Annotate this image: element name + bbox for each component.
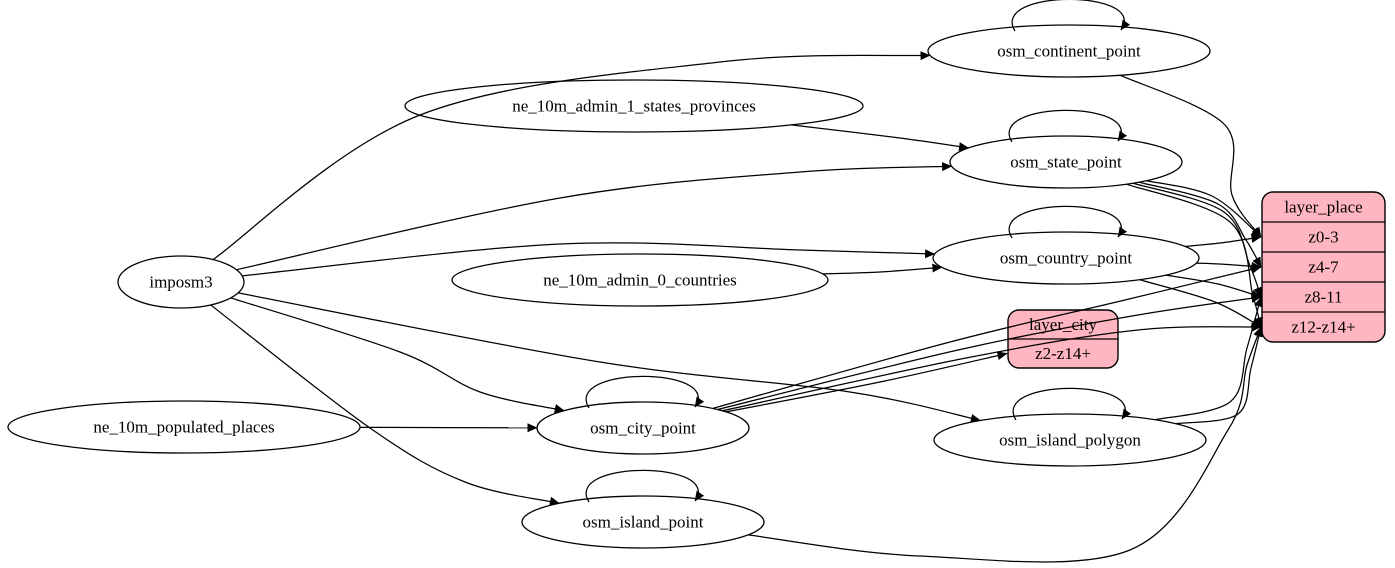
record-row-layer_place-0: layer_place: [1284, 198, 1362, 217]
node-ne_10m_populated_places: ne_10m_populated_places: [7, 400, 361, 454]
node-osm_island_polygon: osm_island_polygon: [933, 413, 1207, 467]
edge-imposm3-to-osm_city_point: [230, 297, 565, 413]
self-loop-osm_island_point: [585, 469, 705, 503]
node-label-ne_10m_populated_places: ne_10m_populated_places: [93, 418, 274, 437]
record-layer_place: layer_place z0-3 z4-7 z8-11 z12-z14+: [1261, 191, 1386, 343]
record-row-layer_place-1: z0-3: [1308, 228, 1338, 247]
edge-osm_city_point-to-layer_place-row4: [722, 322, 1262, 412]
self-loop-osm_continent_point: [1011, 0, 1131, 32]
edge-osm_city_point-to-layer_city-row1: [726, 351, 1008, 413]
node-label-osm_state_point: osm_state_point: [1010, 153, 1122, 172]
node-label-ne_10m_admin_0_countries: ne_10m_admin_0_countries: [543, 271, 737, 290]
edge-osm_city_point-to-layer_place-row2: [712, 264, 1262, 410]
edge-osm_island_polygon-to-layer_place-row4: [1175, 326, 1264, 425]
edge-osm_continent_point-to-layer_place-row1: [1119, 74, 1262, 238]
record-row-layer_place-3: z8-11: [1304, 288, 1342, 307]
edge-ne_10m_admin_0_countries-to-osm_country_point: [822, 263, 943, 275]
edge-osm_island_point-to-layer_place-row4: [747, 326, 1262, 563]
node-label-osm_island_point: osm_island_point: [583, 513, 704, 532]
node-label-osm_city_point: osm_city_point: [590, 419, 696, 438]
edge-osm_country_point-to-layer_place-row1: [1184, 233, 1262, 248]
edge-osm_island_polygon-to-layer_place-row3: [1155, 296, 1263, 421]
node-label-imposm3: imposm3: [149, 273, 212, 292]
self-loop-osm_island_polygon: [1012, 387, 1132, 421]
edge-osm_state_point-to-layer_place-row4: [1126, 183, 1263, 328]
node-osm_island_point: osm_island_point: [521, 495, 765, 549]
self-loop-osm_country_point: [1008, 205, 1128, 239]
record-layer_city: layer_city z2-z14+: [1007, 309, 1119, 369]
node-osm_country_point: osm_country_point: [932, 231, 1200, 285]
edge-osm_city_point-to-layer_place-row3: [717, 293, 1262, 411]
node-label-osm_continent_point: osm_continent_point: [997, 42, 1141, 61]
self-loop-osm_state_point: [1008, 109, 1128, 143]
node-ne_10m_admin_1_states_provinces: ne_10m_admin_1_states_provinces: [404, 79, 864, 133]
edge-osm_country_point-to-layer_place-row4: [1139, 279, 1262, 328]
edge-imposm3-to-osm_island_point: [210, 304, 560, 506]
record-row-layer_place-2: z4-7: [1308, 258, 1339, 277]
edge-ne_10m_admin_1_states_provinces-to-osm_state_point: [791, 124, 970, 152]
node-label-osm_island_polygon: osm_island_polygon: [999, 431, 1141, 450]
edge-osm_state_point-to-layer_place-row3: [1132, 182, 1263, 298]
record-row-layer_place-4: z12-z14+: [1291, 318, 1355, 337]
node-label-ne_10m_admin_1_states_provinces: ne_10m_admin_1_states_provinces: [512, 97, 756, 116]
edge-imposm3-to-osm_country_point: [242, 242, 936, 277]
node-label-osm_country_point: osm_country_point: [1000, 249, 1132, 268]
node-osm_city_point: osm_city_point: [536, 401, 750, 455]
edge-osm_state_point-to-layer_place-row1: [1146, 180, 1262, 238]
node-ne_10m_admin_0_countries: ne_10m_admin_0_countries: [451, 253, 829, 307]
node-osm_continent_point: osm_continent_point: [927, 24, 1211, 78]
record-row-layer_city-0: layer_city: [1029, 315, 1097, 334]
edge-osm_state_point-to-layer_place-row2: [1138, 181, 1262, 268]
edge-imposm3-to-osm_continent_point: [212, 51, 931, 261]
edge-osm_country_point-to-layer_place-row2: [1196, 261, 1262, 271]
self-loop-osm_city_point: [585, 375, 705, 409]
node-osm_state_point: osm_state_point: [949, 135, 1183, 189]
record-row-layer_city-1: z2-z14+: [1035, 344, 1091, 363]
edge-imposm3-to-osm_state_point: [236, 162, 953, 271]
node-imposm3: imposm3: [117, 255, 245, 309]
edge-imposm3-to-osm_island_polygon: [238, 292, 981, 423]
